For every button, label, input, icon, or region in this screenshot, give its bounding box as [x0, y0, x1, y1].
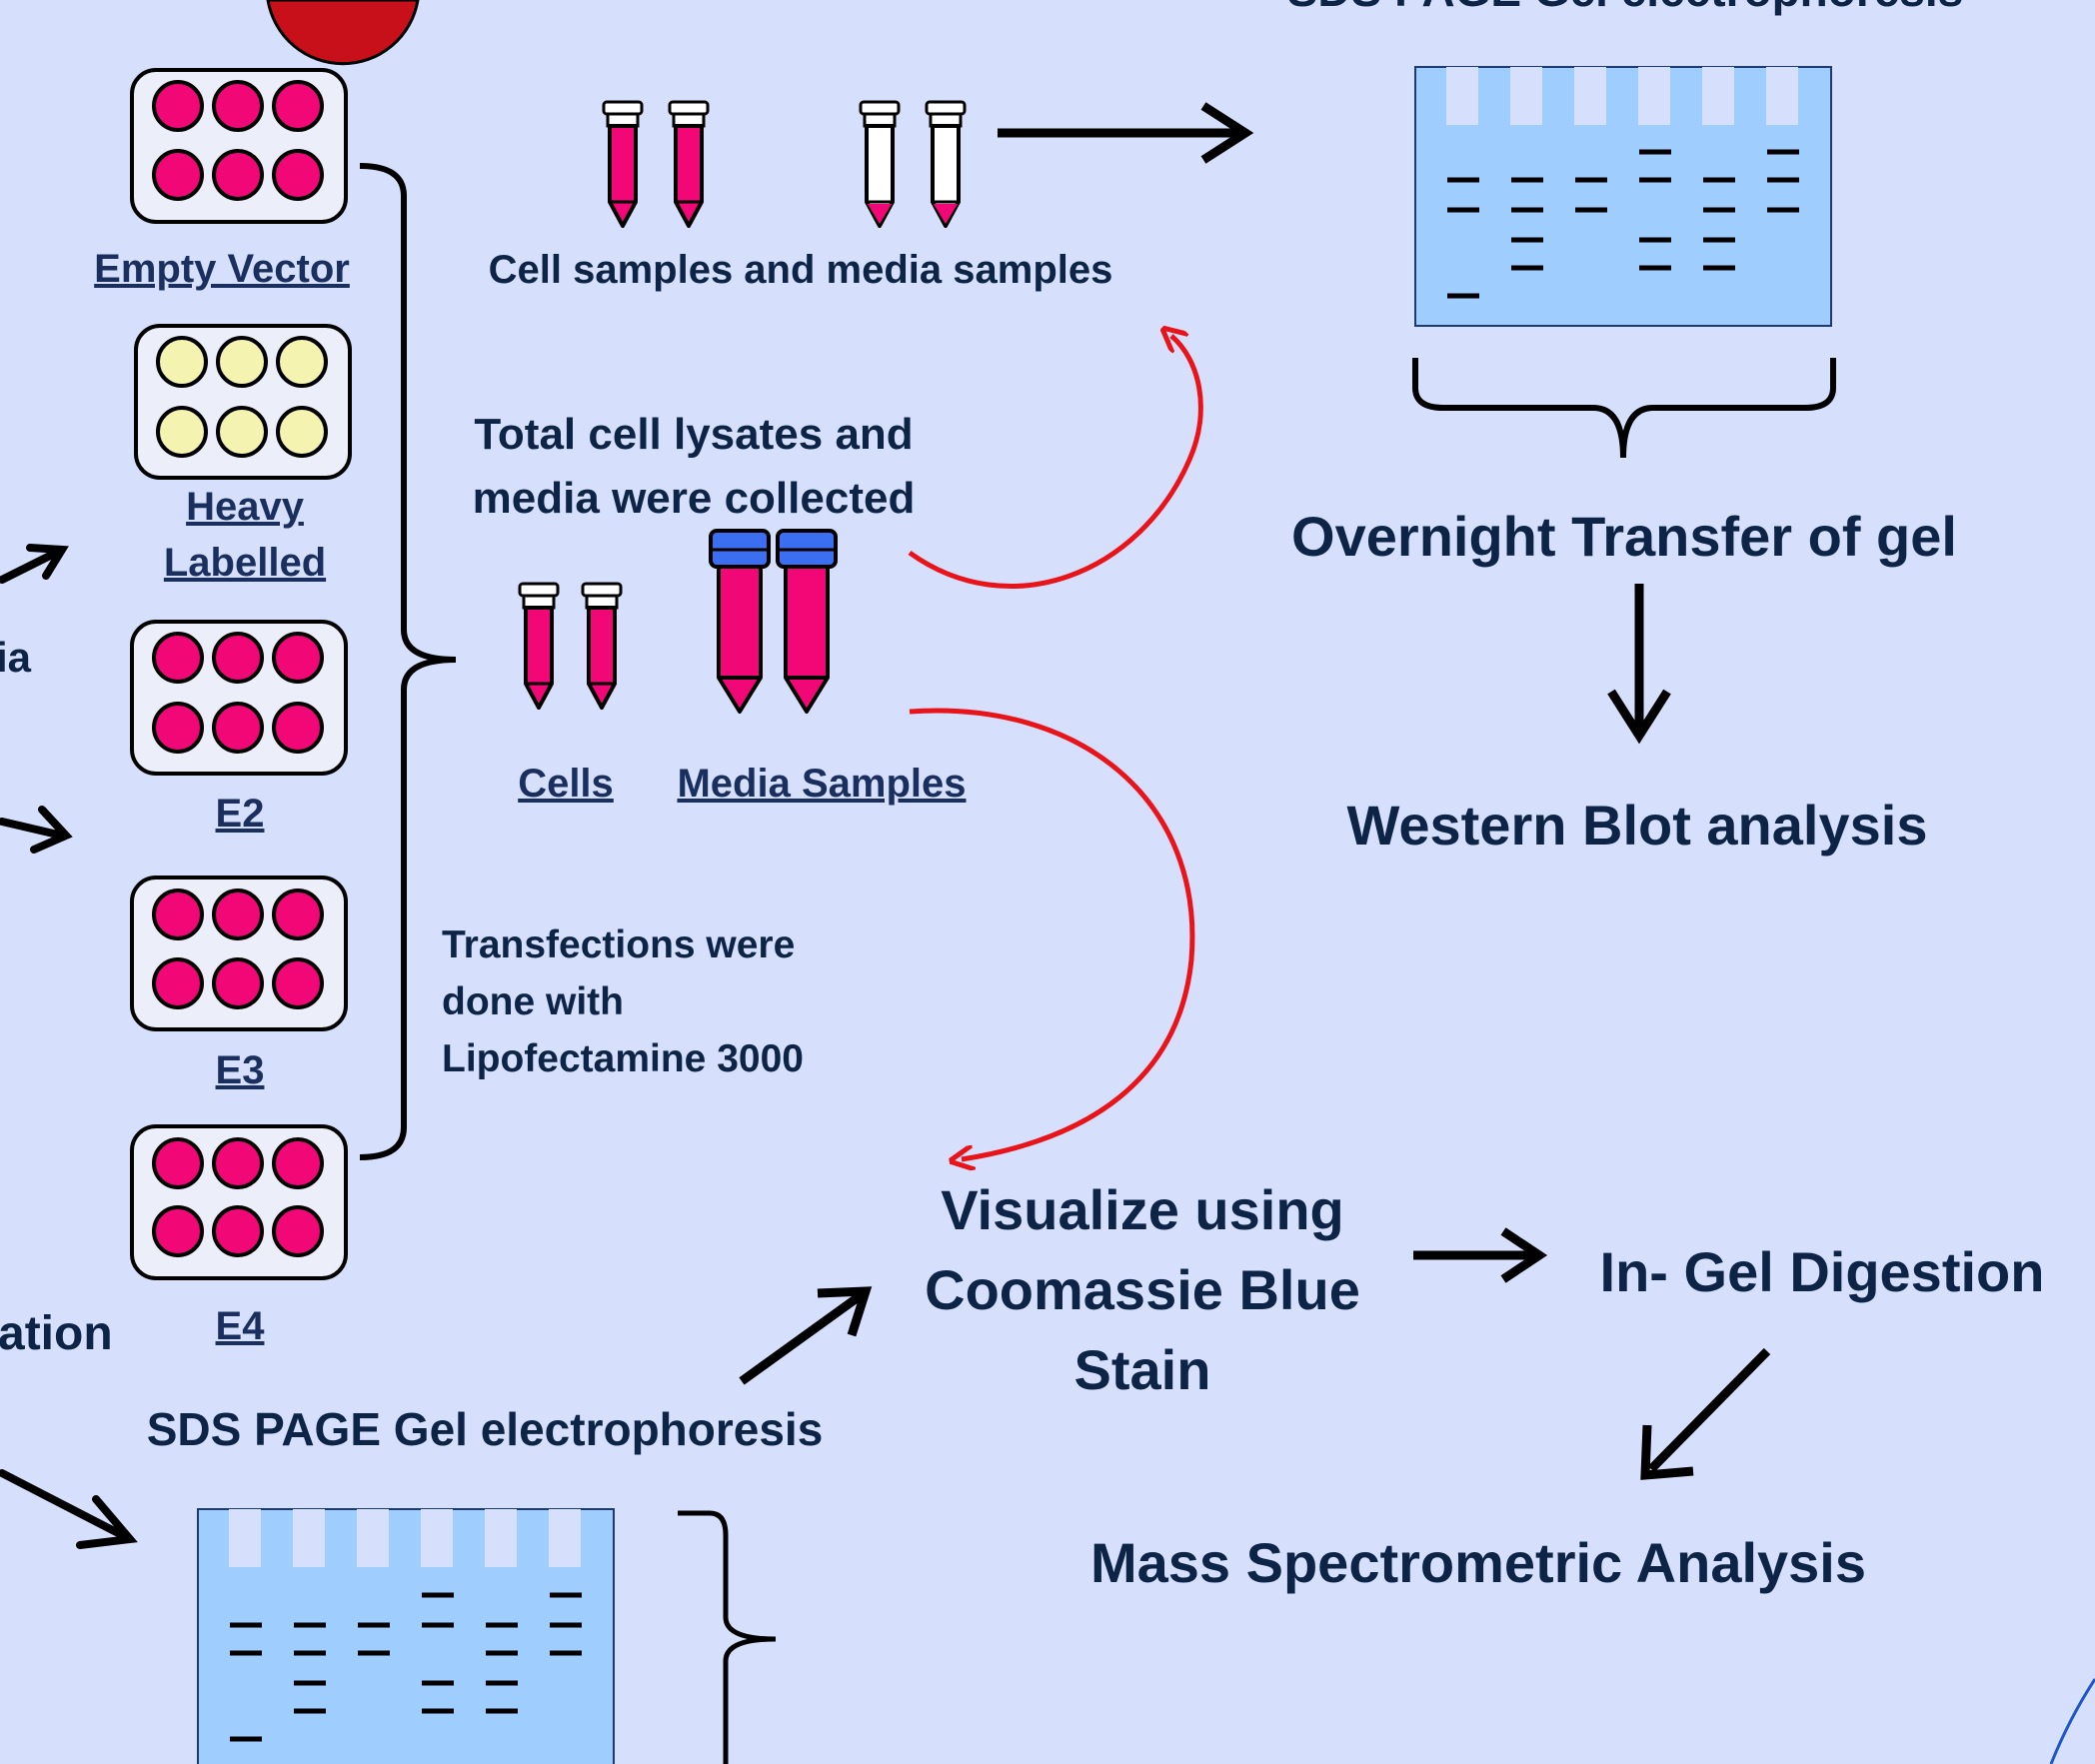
well — [212, 149, 264, 201]
gel-bands — [230, 1592, 582, 1742]
well — [276, 406, 328, 458]
well — [212, 702, 264, 754]
media-samples-label: Media Samples — [677, 762, 966, 806]
well — [152, 702, 204, 754]
well — [152, 1205, 204, 1257]
arrow-head — [1500, 1227, 1548, 1283]
arrow-head — [1200, 102, 1254, 164]
arrow-to-western-blot — [1607, 584, 1671, 745]
incoming-arrow-3-head — [76, 1495, 138, 1549]
corner-arc — [2049, 1678, 2095, 1764]
transfection-line-2: done with — [442, 980, 624, 1023]
well — [212, 1205, 264, 1257]
incoming-arrow-1 — [0, 548, 62, 584]
top-samples-caption: Cell samples and media samples — [489, 248, 1113, 292]
well — [272, 1205, 324, 1257]
arrow-to-coomassie — [739, 1286, 873, 1385]
arrow-head — [1640, 1424, 1694, 1480]
visualize-line-3: Stain — [1074, 1338, 1211, 1401]
plate-label: E2 — [216, 792, 265, 836]
well — [272, 888, 324, 940]
well — [272, 1137, 324, 1189]
western-gel-title: SDS PAGE Gel electrophoresis — [1287, 0, 1964, 16]
gel-bands — [1447, 149, 1799, 299]
well — [152, 149, 204, 201]
plate-label-line-2: Labelled — [164, 541, 326, 585]
plate-wells — [152, 80, 324, 201]
well — [156, 336, 208, 388]
well — [272, 957, 324, 1009]
well — [212, 80, 264, 132]
well — [216, 406, 268, 458]
gel-wells — [1446, 67, 1798, 125]
plate-wells — [152, 632, 324, 754]
arrow-head — [1607, 689, 1671, 745]
plate-heavy-labelled: Heavy Labelled — [134, 324, 352, 585]
well — [212, 1137, 264, 1189]
plate-label: E4 — [216, 1304, 266, 1348]
red-arrow-to-top-samples — [908, 336, 1203, 589]
transfection-line-3: Lipofectamine 3000 — [442, 1037, 804, 1080]
plate-label: Empty Vector — [94, 247, 350, 291]
plate-e4: E4 — [130, 1124, 348, 1348]
plate-wells — [152, 1137, 324, 1257]
gel-body — [197, 1508, 615, 1764]
well — [272, 702, 324, 754]
plate-empty-vector: Empty Vector — [94, 68, 350, 291]
arrow-head — [817, 1286, 873, 1337]
left-cut-text-2: ation — [0, 1307, 113, 1360]
collected-caption-line-2: media were collected — [473, 474, 916, 523]
well — [152, 80, 204, 132]
incoming-arrow-3 — [0, 1469, 130, 1541]
transfer-label: Overnight Transfer of gel — [1291, 505, 1957, 568]
arrow-to-digestion — [1413, 1227, 1548, 1283]
coomassie-gel-title: SDS PAGE Gel electrophoresis — [147, 1403, 824, 1455]
cells-label: Cells — [518, 762, 614, 806]
digestion-label: In- Gel Digestion — [1600, 1240, 2045, 1303]
incoming-arrow-2-head — [30, 806, 73, 854]
left-incoming-arrows — [0, 544, 138, 1549]
incoming-arrow-1-head — [26, 544, 69, 580]
red-circle-partial — [266, 0, 420, 66]
plate-label: E3 — [216, 1048, 265, 1092]
incoming-arrow-2 — [0, 818, 66, 840]
plates-brace — [359, 163, 457, 1160]
plate-e2: E2 — [130, 620, 348, 836]
well — [272, 632, 324, 684]
coomassie-gel — [197, 1508, 615, 1764]
well — [212, 632, 264, 684]
well — [212, 957, 264, 1009]
western-gel-brace — [1412, 358, 1836, 459]
gel-wells — [229, 1509, 581, 1567]
well — [272, 149, 324, 201]
visualize-line-2: Coomassie Blue — [925, 1258, 1360, 1321]
well — [152, 888, 204, 940]
plate-wells — [152, 888, 324, 1009]
well — [152, 1137, 204, 1189]
well — [212, 888, 264, 940]
well — [152, 632, 204, 684]
western-blot-label: Western Blot analysis — [1347, 794, 1928, 857]
arrow-shaft — [1647, 1347, 1771, 1473]
transfection-line-1: Transfections were — [442, 923, 795, 966]
well — [152, 957, 204, 1009]
mass-spec-label: Mass Spectrometric Analysis — [1090, 1531, 1866, 1594]
red-arrow-to-coomassie — [909, 708, 1195, 1159]
western-gel — [1414, 66, 1832, 327]
arrow-to-mass-spec — [1640, 1347, 1771, 1480]
plate-wells — [156, 336, 328, 458]
well — [272, 80, 324, 132]
left-cut-text-1: ia — [0, 634, 32, 681]
well — [216, 336, 268, 388]
visualize-line-1: Visualize using — [941, 1178, 1344, 1241]
gel-body — [1414, 66, 1832, 327]
arrow-to-western-gel — [998, 102, 1254, 164]
plate-label-line-1: Heavy — [186, 485, 305, 529]
well — [156, 406, 208, 458]
arrow-shaft — [739, 1289, 867, 1385]
plate-e3: E3 — [130, 876, 348, 1092]
well — [276, 336, 328, 388]
coomassie-gel-brace — [678, 1510, 777, 1764]
collected-caption-line-1: Total cell lysates and — [474, 410, 913, 459]
